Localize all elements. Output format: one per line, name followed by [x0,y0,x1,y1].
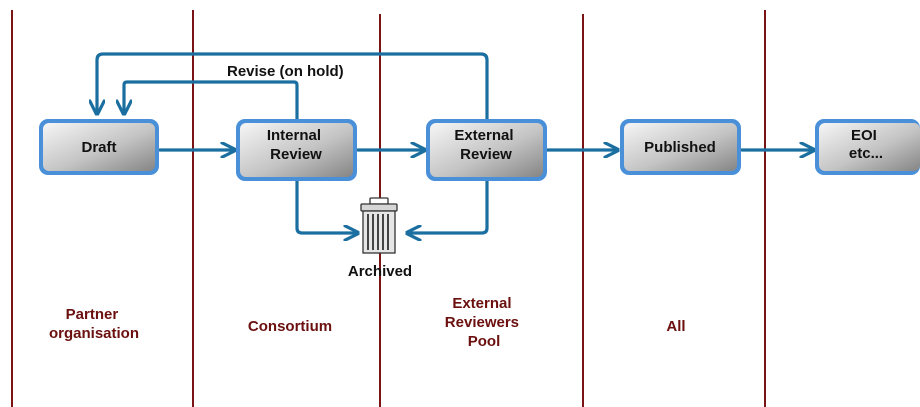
lane-label-consortium: Consortium [248,318,332,335]
published-box: Published [620,119,741,175]
trash-bin-icon [360,197,398,254]
draft-box: Draft [39,119,159,175]
eoi-box: EOI etc... [815,119,920,175]
arrow-revise-loop [124,80,299,121]
arrow-external-review-to-draft-loop [97,52,489,121]
external-review-box: External Review [426,119,547,181]
lane-label-partner-organisation: Partner organisation [49,306,139,342]
lane-label-external-reviewers-pool: External Reviewers Pool [445,295,523,350]
internal-review-box: Internal Review [236,119,357,181]
flow-arrows [97,52,813,233]
lane-label-all: All [666,318,685,335]
published-label: Published [644,139,716,156]
revise-on-hold-label: Revise (on hold) [227,63,344,80]
external-review-label: External Review [454,127,517,163]
internal-review-label: Internal Review [267,127,325,163]
draft-label: Draft [81,139,116,156]
arrow-internal-review-to-archive [295,179,357,233]
eoi-label: EOI etc... [849,127,883,162]
arrow-external-review-to-archive [408,179,489,233]
archived-label: Archived [348,263,412,280]
